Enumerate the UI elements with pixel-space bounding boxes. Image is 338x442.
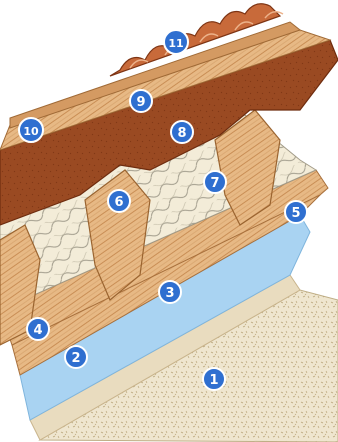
label-badge-1: 1 <box>203 368 225 390</box>
label-badge-5: 5 <box>285 201 307 223</box>
svg-text:10: 10 <box>23 125 39 138</box>
svg-text:2: 2 <box>71 351 80 366</box>
label-badge-8: 8 <box>171 121 193 143</box>
svg-text:1: 1 <box>209 373 218 388</box>
label-badge-6: 6 <box>108 190 130 212</box>
label-badge-11: 11 <box>164 30 188 54</box>
label-badge-10: 10 <box>19 118 43 142</box>
label-badge-2: 2 <box>65 346 87 368</box>
svg-text:9: 9 <box>136 95 145 110</box>
svg-text:8: 8 <box>177 126 186 141</box>
label-badge-7: 7 <box>204 171 226 193</box>
svg-text:6: 6 <box>114 195 123 210</box>
svg-text:3: 3 <box>165 286 174 301</box>
label-badge-9: 9 <box>130 90 152 112</box>
svg-text:5: 5 <box>291 206 300 221</box>
svg-text:7: 7 <box>210 176 219 191</box>
svg-text:4: 4 <box>33 323 42 338</box>
label-badge-3: 3 <box>159 281 181 303</box>
svg-text:11: 11 <box>168 37 183 50</box>
label-badge-4: 4 <box>27 318 49 340</box>
